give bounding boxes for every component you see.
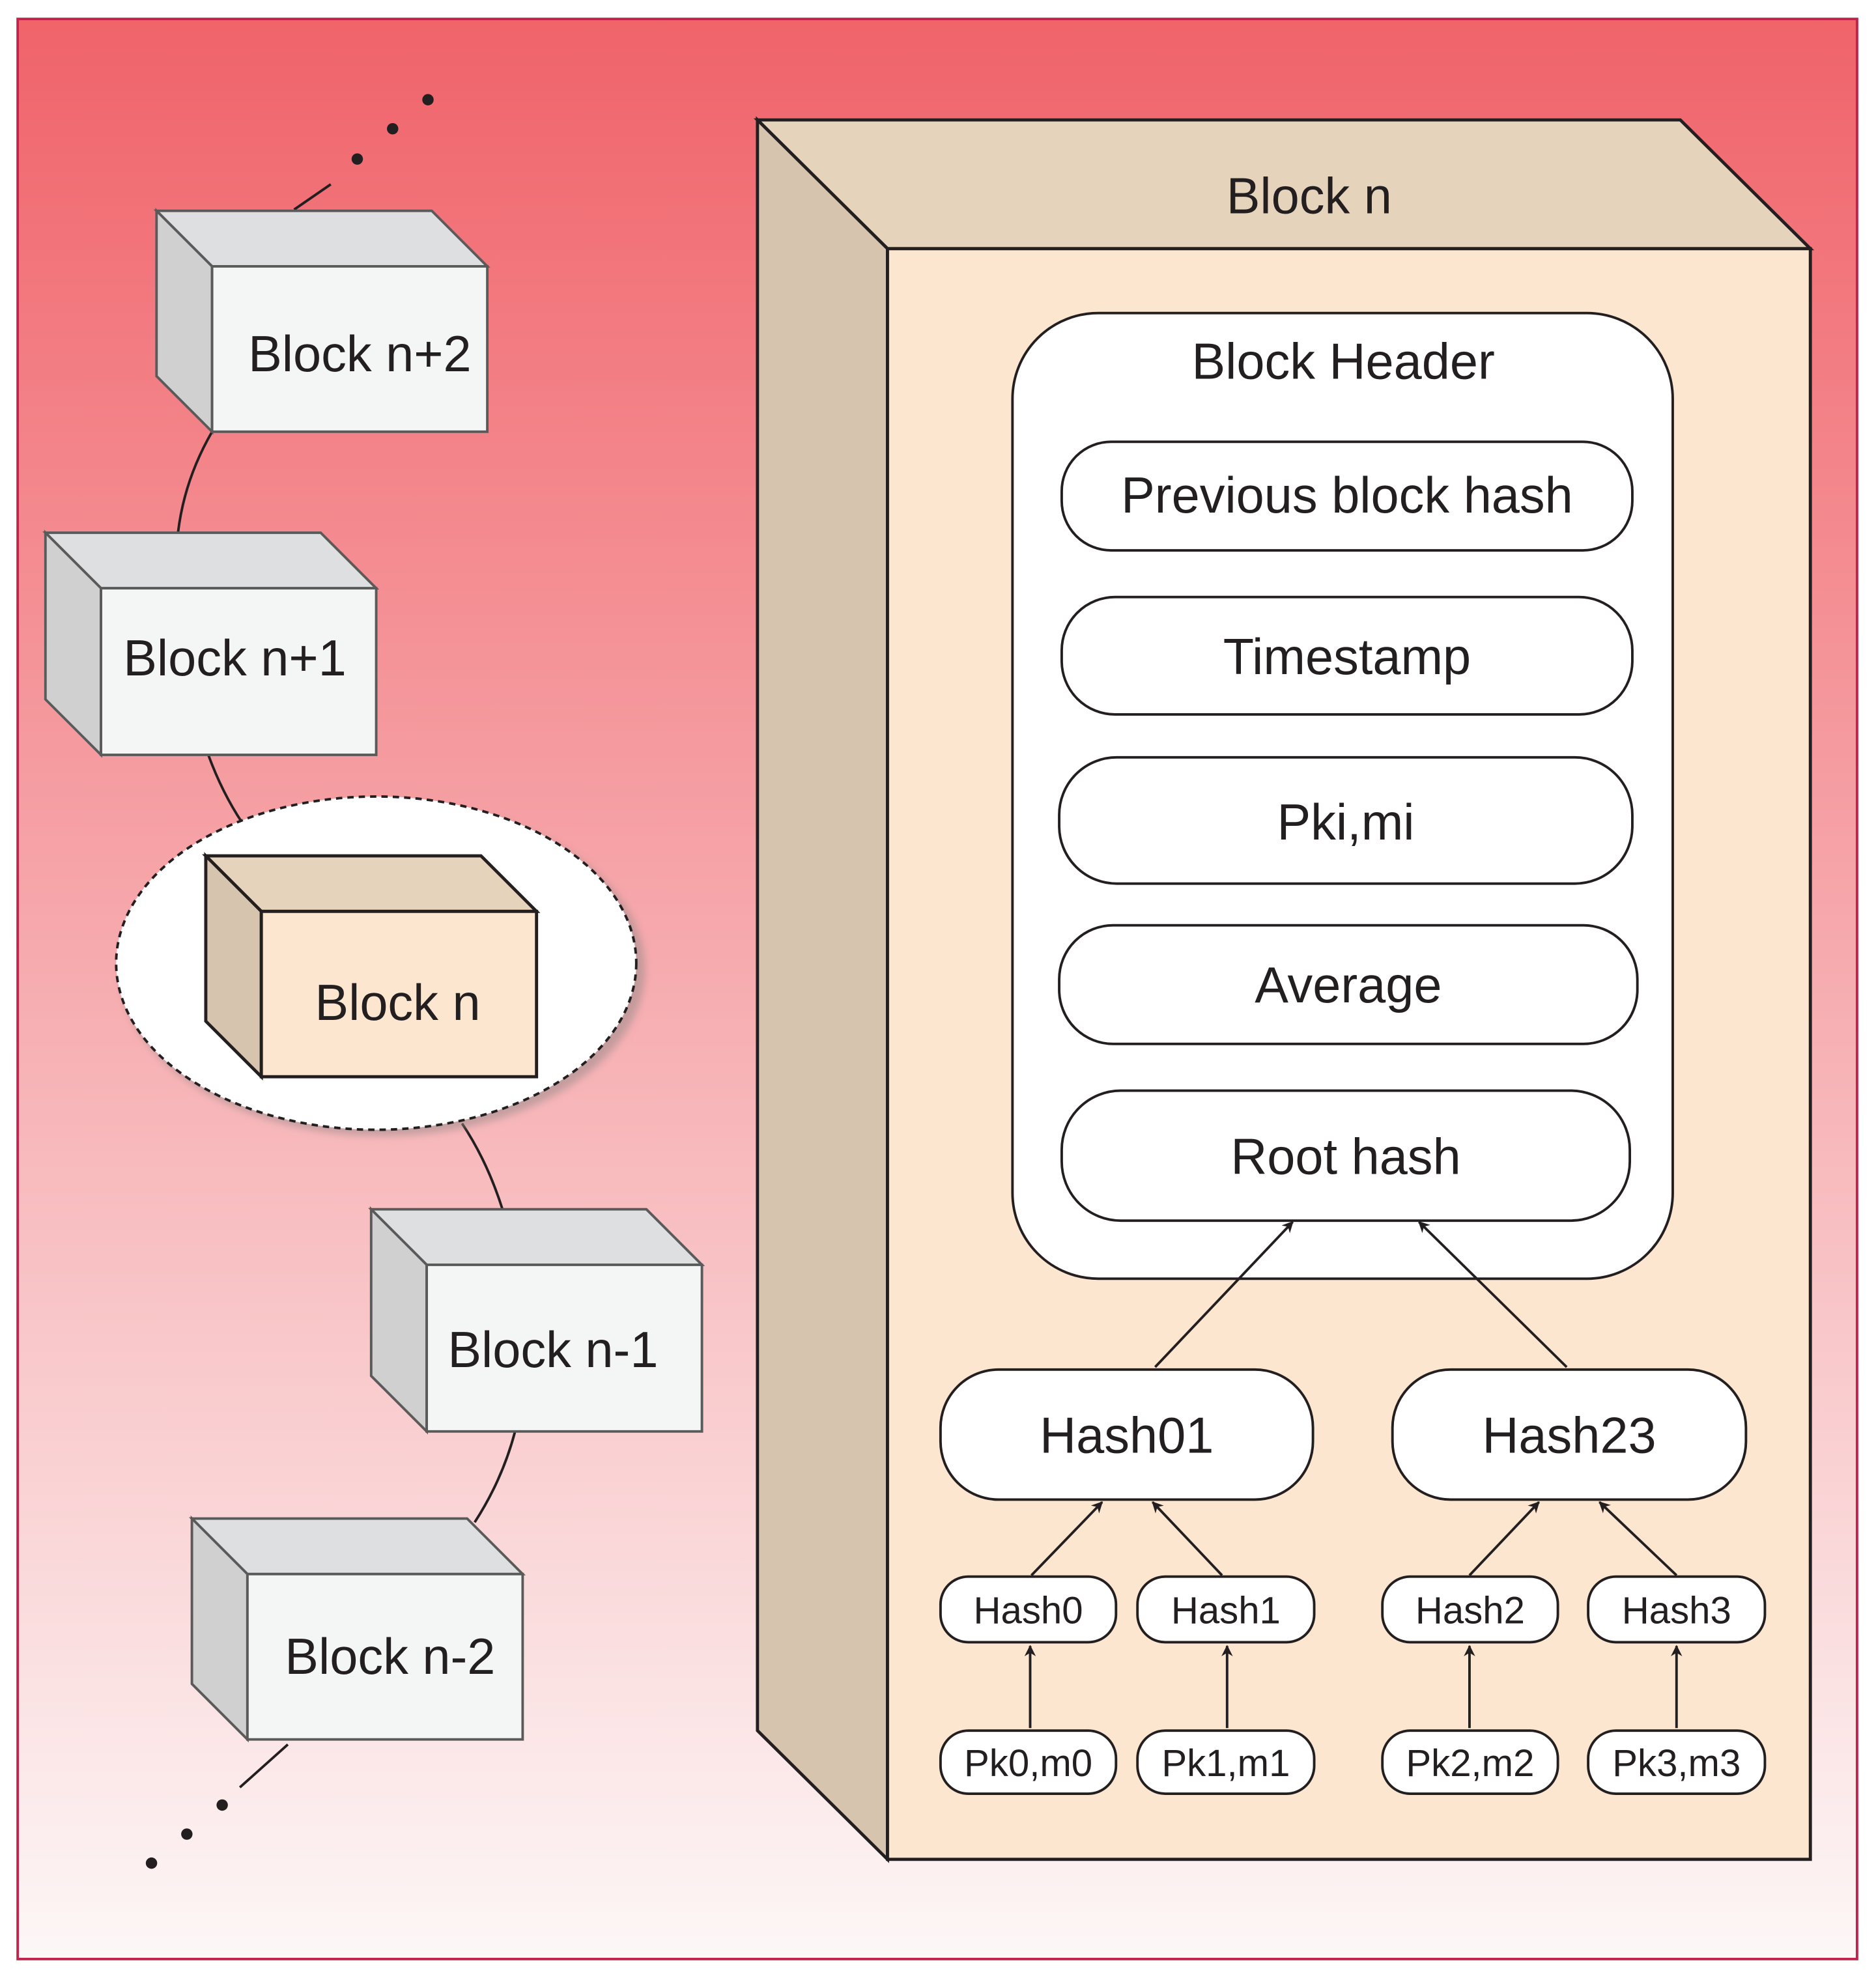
merkle-leaf-pk1-m1: Pk1,m1 <box>1136 1729 1316 1795</box>
continuation-dots-top <box>351 94 434 165</box>
merkle-node-label: Hash2 <box>1415 1589 1525 1632</box>
chain-block-label: Block n+2 <box>248 326 472 382</box>
header-field-timestamp: Timestamp <box>1060 595 1634 716</box>
header-field-box <box>1060 1089 1632 1222</box>
merkle-node-box <box>1381 1575 1559 1644</box>
chain-block-block-n: Block n <box>202 852 541 1081</box>
merkle-node-hash23: Hash23 <box>1391 1368 1748 1501</box>
merkle-node-box <box>1136 1575 1316 1644</box>
block-top-face <box>153 209 490 268</box>
merkle-node-hash1: Hash1 <box>1136 1575 1316 1644</box>
merkle-node-box <box>939 1368 1315 1501</box>
merkle-node-label: Pk1,m1 <box>1161 1742 1290 1785</box>
merkle-arrow <box>1152 1501 1223 1577</box>
connector-n1-n <box>206 754 244 824</box>
merkle-arrow <box>1599 1501 1678 1577</box>
block-top-face <box>202 854 541 913</box>
block-front-face <box>259 909 539 1079</box>
chain-connectors <box>177 183 517 1788</box>
merkle-node-label: Hash3 <box>1622 1589 1731 1632</box>
connector-n2-n1 <box>177 431 214 533</box>
merkle-node-label: Pk3,m3 <box>1612 1742 1741 1785</box>
merkle-node-label: Hash23 <box>1482 1408 1656 1464</box>
block-top-face <box>42 531 380 590</box>
connector-bottom-dots <box>238 1744 289 1788</box>
chain-block-label: Block n-1 <box>448 1322 658 1378</box>
chain-block-block-n-2: Block n-2 <box>188 1515 526 1743</box>
merkle-node-box <box>939 1575 1118 1644</box>
merkle-node-label: Hash1 <box>1171 1589 1281 1632</box>
merkle-node-box <box>939 1729 1118 1795</box>
header-field-box <box>1058 756 1634 885</box>
merkle-leaf-pk3-m3: Pk3,m3 <box>1587 1729 1767 1795</box>
merkle-arrow <box>1468 1501 1540 1577</box>
header-field-label: Pki,mi <box>1277 795 1414 851</box>
header-field-label: Average <box>1255 957 1442 1013</box>
chain-block-label: Block n+1 <box>123 630 347 686</box>
outer-frame <box>16 18 1858 1960</box>
merkle-arrows <box>1024 1221 1683 1729</box>
chain-block-block-nplus2: Block n+2 <box>153 207 490 435</box>
chain-block-label: Block n-2 <box>285 1629 495 1685</box>
header-field-box <box>1058 924 1639 1045</box>
merkle-node-label: Pk0,m0 <box>964 1742 1092 1785</box>
merkle-node-hash01: Hash01 <box>939 1368 1315 1501</box>
detail-block-side-face <box>756 116 889 1863</box>
merkle-node-hash0: Hash0 <box>939 1575 1118 1644</box>
block-front-face <box>210 265 489 433</box>
merkle-node-label: Pk2,m2 <box>1406 1742 1534 1785</box>
block-front-face <box>425 1264 704 1433</box>
continuation-dots-bottom <box>145 1799 228 1869</box>
header-field-root-hash: Root hash <box>1060 1089 1632 1222</box>
header-field-label: Previous block hash <box>1121 468 1573 524</box>
merkle-node-box <box>1391 1368 1748 1501</box>
merkle-node-box <box>1587 1729 1767 1795</box>
connector-nm1-nm2 <box>474 1431 517 1523</box>
merkle-node-box <box>1136 1729 1316 1795</box>
connector-top-dots <box>293 183 332 211</box>
header-fields: Previous block hashTimestampPki,miAverag… <box>1058 440 1639 1222</box>
block-top-face <box>368 1208 705 1266</box>
header-field-pki-mi: Pki,mi <box>1058 756 1634 885</box>
header-field-average: Average <box>1058 924 1639 1045</box>
chain-block-label: Block n <box>315 975 480 1031</box>
chain-block-block-nplus1: Block n+1 <box>42 530 380 758</box>
merkle-node-label: Hash01 <box>1040 1408 1214 1464</box>
merkle-node-hash3: Hash3 <box>1587 1575 1767 1644</box>
merkle-arrow <box>1030 1501 1103 1577</box>
merkle-arrow <box>1418 1221 1568 1368</box>
block-top-face <box>188 1517 526 1575</box>
merkle-node-box <box>1381 1729 1559 1795</box>
connector-n-nm1 <box>461 1122 504 1210</box>
merkle-node-hash2: Hash2 <box>1381 1575 1559 1644</box>
header-field-label: Root hash <box>1230 1129 1460 1185</box>
header-field-previous-block-hash: Previous block hash <box>1060 440 1634 552</box>
merkle-leaf-pk0-m0: Pk0,m0 <box>939 1729 1118 1795</box>
merkle-node-label: Hash0 <box>974 1589 1083 1632</box>
merkle-node-box <box>1587 1575 1767 1644</box>
block-header-title: Block Header <box>1191 333 1494 389</box>
detail-block-title: Block n <box>1227 169 1392 225</box>
block-front-face <box>246 1572 524 1741</box>
block-front-face <box>100 587 378 756</box>
header-field-label: Timestamp <box>1223 629 1471 685</box>
header-field-box <box>1060 595 1634 716</box>
merkle-arrow <box>1154 1221 1294 1368</box>
merkle-leaf-pk2-m2: Pk2,m2 <box>1381 1729 1559 1795</box>
chain-block-block-n-1: Block n-1 <box>368 1206 705 1435</box>
header-field-box <box>1060 440 1634 552</box>
